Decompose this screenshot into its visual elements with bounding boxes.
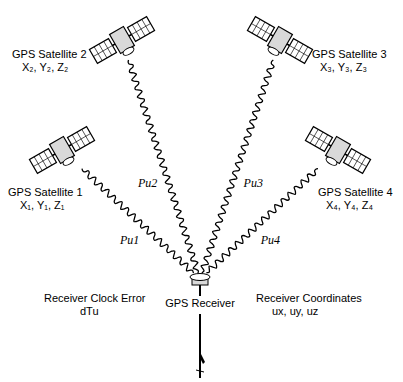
node-coordinates: X₃, Y₃, Z₃ — [320, 61, 367, 74]
panel-cell-line — [132, 24, 151, 35]
satellite-shape — [102, 20, 142, 60]
node-coordinates: X₂, Y₂, Z₂ — [22, 61, 68, 74]
receiver-antenna — [190, 274, 210, 286]
satellite-antenna — [62, 156, 75, 167]
satellite-antenna — [325, 156, 338, 167]
pseudorange-label: Pu1 — [119, 234, 140, 247]
satellite-node: GPS Satellite 4X₄, Y₄, Z₄ — [318, 130, 358, 170]
panel-cell-line — [72, 134, 91, 145]
satellite-node: GPS Satellite 3X₃, Y₃, Z₃ — [260, 20, 300, 60]
node-name: GPS Satellite 1 — [8, 186, 83, 199]
receiver-symbol: dTu — [80, 305, 99, 318]
panel-cell-line — [93, 46, 112, 57]
receiver-caption: Receiver Coordinates — [256, 292, 362, 305]
solar-panel — [344, 149, 371, 174]
solar-panel — [89, 39, 116, 64]
solar-panel — [68, 127, 95, 152]
satellite-icon — [301, 124, 372, 180]
pole-foot — [196, 370, 204, 372]
pseudorange-label: Pu4 — [260, 234, 281, 247]
node-name: GPS Satellite 4 — [318, 186, 393, 199]
solar-panel — [286, 39, 313, 64]
receiver-node: GPS Receiver — [188, 273, 212, 285]
pseudorange-label: Pu2 — [137, 177, 158, 190]
satellite-antenna — [122, 46, 135, 57]
solar-panel — [128, 17, 155, 42]
pole-handle — [199, 352, 205, 364]
node-coordinates: X₁, Y₁, Z₁ — [20, 199, 65, 212]
panel-cell-line — [348, 156, 367, 167]
antenna-stem — [199, 285, 201, 296]
satellite-icon — [28, 124, 99, 180]
solar-panel — [29, 149, 56, 174]
node-name: GPS Satellite 2 — [12, 48, 87, 61]
solar-panel — [247, 17, 274, 42]
receiver-caption: Receiver Clock Error — [44, 292, 145, 305]
panel-cell-line — [290, 46, 309, 57]
node-name: GPS Receiver — [165, 297, 235, 310]
satellite-node: GPS Satellite 2X₂, Y₂, Z₂ — [102, 20, 142, 60]
satellite-antenna — [267, 46, 280, 57]
node-coordinates: X₄, Y₄, Z₄ — [326, 199, 373, 212]
pseudorange-label: Pu3 — [243, 177, 264, 190]
solar-panel — [305, 127, 332, 152]
signal-path — [82, 169, 194, 273]
antenna-shape — [188, 273, 212, 285]
satellite-shape — [42, 130, 82, 170]
panel-cell-line — [33, 156, 52, 167]
satellite-shape — [318, 130, 358, 170]
satellite-icon — [243, 14, 314, 70]
signal-path — [206, 169, 318, 273]
satellite-shape — [260, 20, 300, 60]
panel-cell-line — [251, 24, 270, 35]
receiver-pole — [199, 314, 201, 378]
antenna-dome — [190, 274, 210, 281]
satellite-node: GPS Satellite 1X₁, Y₁, Z₁ — [42, 130, 82, 170]
node-name: GPS Satellite 3 — [312, 48, 387, 61]
receiver-symbol: ux, uy, uz — [272, 305, 318, 318]
panel-cell-line — [309, 134, 328, 145]
satellite-icon — [88, 14, 159, 70]
